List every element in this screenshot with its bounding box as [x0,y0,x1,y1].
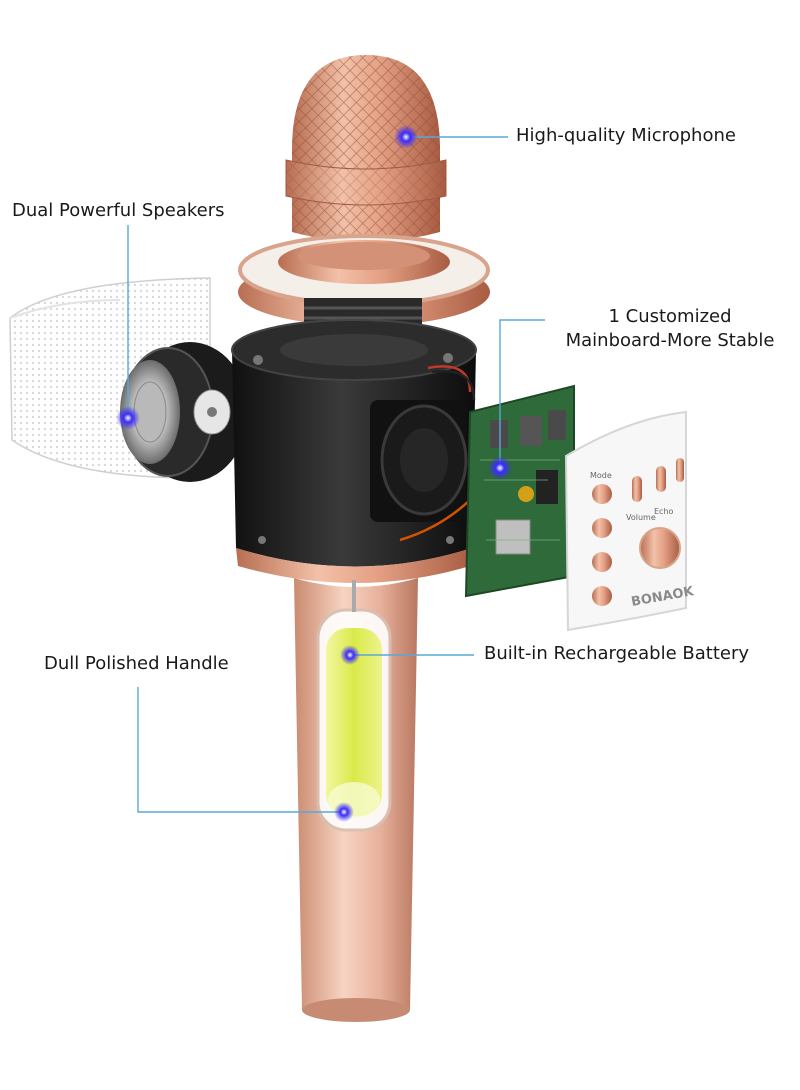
marker-battery [340,645,360,665]
battery [316,580,392,832]
leader-mainboard [499,319,545,467]
leader-handle [137,687,344,813]
marker-handle [334,802,354,822]
callout-mainboard-line1: 1 Customized [608,306,732,327]
marker-mainboard [488,456,512,480]
marker-microphone [394,125,418,149]
microphone-grille [285,55,447,242]
callout-battery: Built-in Rechargeable Battery [484,643,750,664]
callout-markers [116,125,512,822]
left-speaker-driver [120,342,248,482]
callout-speakers: Dual Powerful Speakers [12,200,225,221]
callout-mainboard-line2: Mainboard-More Stable [565,330,775,351]
control-panel: Mode Volume Echo BONAOK [564,410,696,632]
panel-echo-label: Echo [654,507,674,516]
panel-volume-label: Volume [626,513,656,522]
callout-microphone: High-quality Microphone [516,125,736,146]
mainboard-pcb [464,384,575,598]
marker-speakers [116,406,140,430]
leader-lines [127,136,545,813]
speaker-body [231,319,477,583]
callout-handle: Dull Polished Handle [44,653,229,674]
panel-mode-label: Mode [590,471,612,480]
